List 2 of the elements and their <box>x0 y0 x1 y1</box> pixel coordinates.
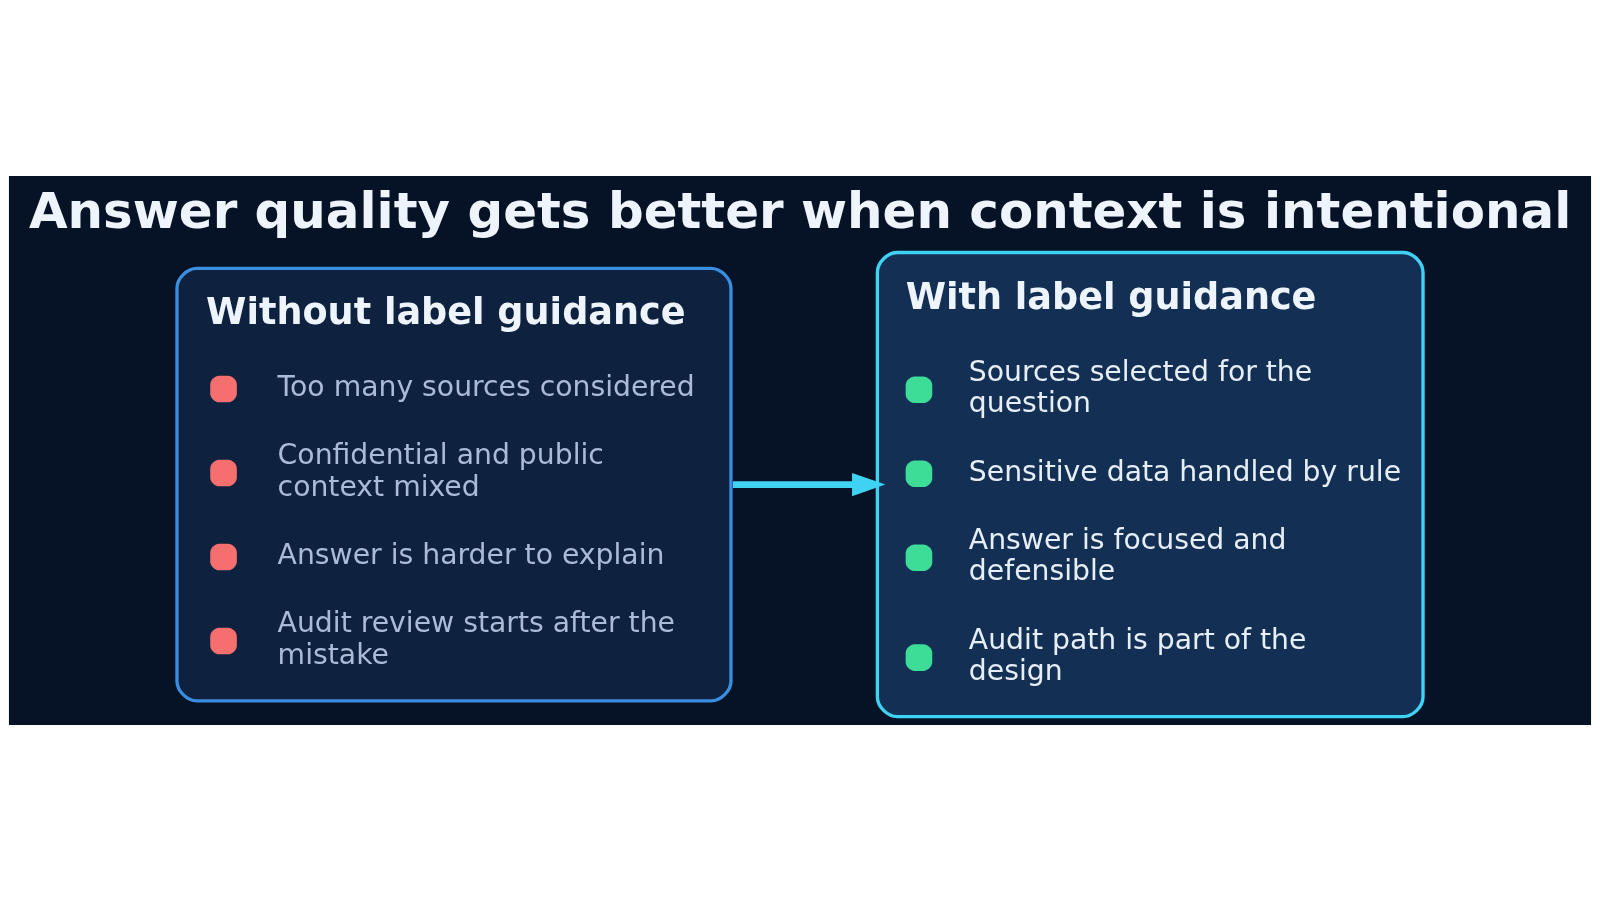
arrow <box>732 472 886 496</box>
diagram-title: Answer quality gets better when context is intentional <box>28 181 1572 240</box>
